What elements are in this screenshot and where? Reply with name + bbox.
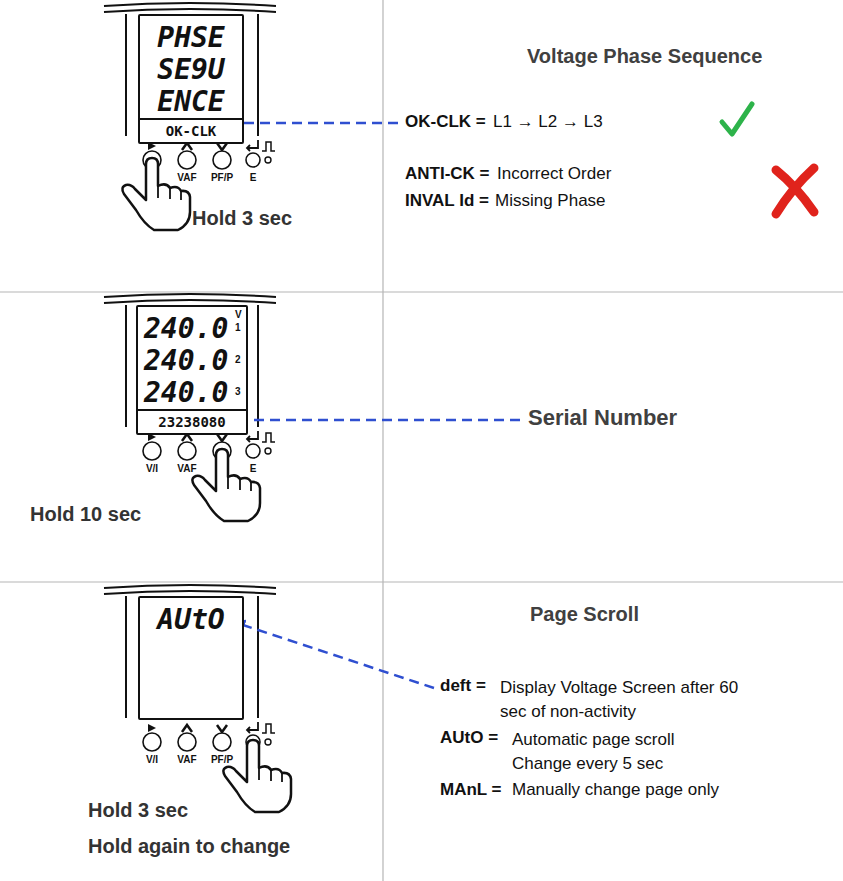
button-label: V/I bbox=[146, 463, 158, 475]
lcd-text: PHSE bbox=[140, 22, 242, 54]
description: L1 → L2 → L3 bbox=[493, 112, 603, 132]
button-label: V/I bbox=[146, 754, 158, 766]
lcd-screen: 240.0240.0240.023238080 bbox=[136, 305, 248, 435]
lcd-marker: 2 bbox=[235, 354, 241, 366]
lcd-marker: 1 bbox=[235, 322, 241, 334]
section-title: Serial Number bbox=[528, 405, 677, 431]
lcd-text: 240.0 bbox=[138, 313, 246, 345]
lcd-text: AUtO bbox=[140, 604, 242, 636]
description: Missing Phase bbox=[495, 191, 606, 211]
hold-instruction: Hold 3 sec bbox=[192, 206, 292, 230]
button-label: PF/P bbox=[211, 754, 233, 766]
button-label: VAF bbox=[177, 463, 196, 475]
button-label: VAF bbox=[177, 754, 196, 766]
lcd-status-line: OK-CLK bbox=[140, 118, 242, 142]
lcd-text: 240.0 bbox=[138, 345, 246, 377]
button-label: E bbox=[250, 463, 257, 475]
lcd-text: 240.0 bbox=[138, 377, 246, 409]
hold-instruction: Hold 10 sec bbox=[30, 502, 141, 526]
lcd-screen: PHSESE9UENCEOK-CLK bbox=[138, 14, 244, 144]
button-label: E bbox=[250, 172, 257, 184]
lcd-status-line: 23238080 bbox=[138, 409, 246, 433]
code-term: OK-CLK = bbox=[405, 112, 486, 132]
description: Manually change page only bbox=[512, 780, 719, 800]
lcd-text: SE9U bbox=[140, 54, 242, 86]
code-term: MAnL = bbox=[440, 780, 502, 800]
section-title: Voltage Phase Sequence bbox=[527, 44, 762, 68]
lcd-digits: PHSESE9UENCE bbox=[140, 16, 242, 118]
lcd-digits: AUtO bbox=[140, 598, 242, 636]
description: Display Voltage Screen after 60 sec of n… bbox=[500, 676, 740, 724]
description: Incorrect Order bbox=[497, 164, 611, 184]
lcd-screen: AUtO bbox=[138, 596, 244, 720]
button-label: VAF bbox=[177, 172, 196, 184]
lcd-marker: 3 bbox=[235, 386, 241, 398]
description: Automatic page scroll Change every 5 sec bbox=[512, 728, 702, 776]
lcd-marker: V bbox=[235, 309, 242, 321]
lcd-text: ENCE bbox=[140, 86, 242, 118]
hold-instruction: Hold 3 sec bbox=[88, 798, 188, 822]
code-term: ANTI-CK = bbox=[405, 164, 490, 184]
section-title: Page Scroll bbox=[530, 602, 639, 626]
code-term: INVAL Id = bbox=[405, 191, 489, 211]
lcd-digits: 240.0240.0240.0 bbox=[138, 307, 246, 409]
hold-instruction: Hold again to change bbox=[88, 834, 290, 858]
code-term: AUtO = bbox=[440, 728, 498, 748]
code-term: deft = bbox=[440, 676, 486, 696]
button-label: PF/P bbox=[211, 172, 233, 184]
